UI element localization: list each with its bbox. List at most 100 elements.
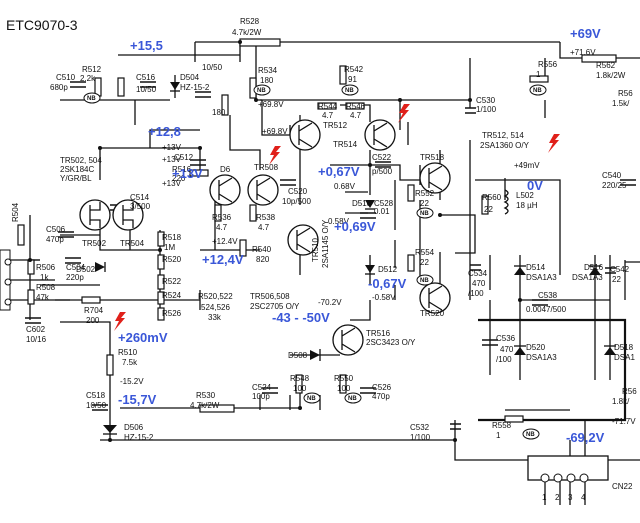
svg-text:/100: /100 (468, 289, 484, 298)
svg-text:2: 2 (555, 493, 560, 502)
svg-text:NB: NB (420, 278, 429, 284)
svg-text:TR508: TR508 (254, 163, 279, 172)
resistors (17, 38, 617, 423)
transistor-tr510 (287, 224, 319, 256)
svg-text:1: 1 (542, 493, 547, 502)
svg-text:C526: C526 (372, 383, 392, 392)
transistor-tr520 (419, 282, 451, 314)
resistor-r532 (221, 94, 229, 116)
resistor-r504 (17, 224, 25, 246)
svg-text:-15.2V: -15.2V (120, 377, 144, 386)
svg-text:2SK184C: 2SK184C (60, 165, 94, 174)
svg-text:2SA1145 O/Y: 2SA1145 O/Y (321, 219, 330, 268)
annotation-v0-67: +0,67V (318, 164, 360, 179)
resistor-r526 (157, 307, 165, 321)
svg-text:1/100: 1/100 (410, 433, 431, 442)
annotation-vm69-2: -69,2V (566, 430, 605, 445)
svg-text:470p: 470p (372, 392, 390, 401)
svg-text:4.7: 4.7 (322, 111, 334, 120)
diode-d516 (589, 265, 601, 275)
svg-text:R508: R508 (36, 283, 56, 292)
svg-text:R520,522: R520,522 (198, 292, 233, 301)
resistor-r514 (117, 77, 125, 97)
svg-text:C512: C512 (174, 153, 194, 162)
svg-text:10/50: 10/50 (202, 63, 223, 72)
svg-text:R518: R518 (162, 233, 182, 242)
resistor-r518 (157, 231, 165, 247)
svg-text:22: 22 (612, 275, 621, 284)
svg-text:L502: L502 (516, 191, 534, 200)
svg-text:33k: 33k (208, 313, 222, 322)
diode-d520 (514, 345, 526, 355)
svg-text:R534: R534 (258, 66, 278, 75)
svg-text:220: 220 (172, 174, 186, 183)
resistor-r704 (81, 296, 101, 304)
svg-text:R506: R506 (36, 263, 56, 272)
resistor-r538 (249, 204, 257, 222)
capacitor-c510 (70, 81, 86, 88)
resistor-r506 (27, 259, 35, 275)
svg-text:1.5k/: 1.5k/ (612, 99, 630, 108)
junction-dots (28, 40, 522, 442)
svg-text:D510: D510 (352, 199, 372, 208)
diode-d502 (95, 262, 106, 272)
resistor-r558 (504, 415, 524, 423)
svg-text:C542: C542 (610, 265, 630, 274)
resistor-r530 (199, 404, 235, 413)
svg-text:R550: R550 (334, 374, 354, 383)
annotation-v15-5: +15,5 (130, 38, 163, 53)
input-connector (0, 249, 12, 311)
svg-text:1: 1 (536, 70, 541, 79)
svg-text:D518: D518 (614, 343, 634, 352)
connector-cn22 (527, 455, 609, 483)
diagram-title: ETC9070-3 (6, 17, 78, 33)
svg-text:1: 1 (496, 431, 501, 440)
svg-text:-70.2V: -70.2V (318, 298, 342, 307)
annotation-v69: +69V (570, 26, 601, 41)
annotation-v260: +260mV (118, 330, 168, 345)
transistor-d6 (209, 174, 241, 206)
transistor-tr518 (419, 162, 451, 194)
svg-text:100: 100 (293, 384, 307, 393)
svg-text:C524: C524 (252, 383, 272, 392)
svg-text:R544: R544 (318, 102, 338, 111)
svg-text:TR510: TR510 (311, 237, 320, 262)
svg-text:10/50: 10/50 (86, 401, 107, 410)
svg-text:22: 22 (420, 258, 429, 267)
transistor-tr502 (79, 199, 111, 231)
capacitors (25, 81, 636, 430)
svg-text:1/100: 1/100 (476, 105, 497, 114)
svg-text:1.8k/: 1.8k/ (612, 397, 630, 406)
svg-text:C602: C602 (26, 325, 46, 334)
svg-text:R538: R538 (256, 213, 276, 222)
diode-d508 (290, 349, 340, 361)
svg-text:10p/500: 10p/500 (282, 197, 311, 206)
capacitor-c516 (140, 81, 156, 88)
svg-text:+69.8V: +69.8V (258, 100, 284, 109)
resistor-r516 (189, 169, 209, 177)
svg-text:C538: C538 (538, 291, 558, 300)
resistor-r522 (157, 274, 165, 290)
svg-text:HZ-15-2: HZ-15-2 (124, 433, 154, 442)
svg-text:R556: R556 (538, 60, 558, 69)
svg-text:D514: D514 (526, 263, 546, 272)
capacitor-c536 (482, 339, 498, 346)
annotation-v12-4: +12,4V (202, 252, 244, 267)
svg-text:D508: D508 (288, 351, 308, 360)
transistor-tr514 (364, 119, 396, 151)
svg-text:4.7: 4.7 (216, 223, 228, 232)
annotation-v12-8: +12,8 (148, 124, 181, 139)
svg-text:+69.8V: +69.8V (262, 127, 288, 136)
capacitor-c538 (532, 299, 548, 306)
capacitor-c524 (262, 387, 278, 394)
svg-text:220p: 220p (66, 273, 84, 282)
svg-text:TR502, 504: TR502, 504 (60, 156, 102, 165)
transistor-tr512 (289, 119, 321, 151)
svg-text:D506: D506 (124, 423, 144, 432)
svg-text:C522: C522 (372, 153, 392, 162)
svg-text:524,526: 524,526 (201, 303, 230, 312)
svg-text:1.8k/2W: 1.8k/2W (596, 71, 626, 80)
svg-text:R512: R512 (82, 65, 102, 74)
svg-text:2.2k: 2.2k (80, 74, 96, 83)
svg-text:C518: C518 (86, 391, 106, 400)
